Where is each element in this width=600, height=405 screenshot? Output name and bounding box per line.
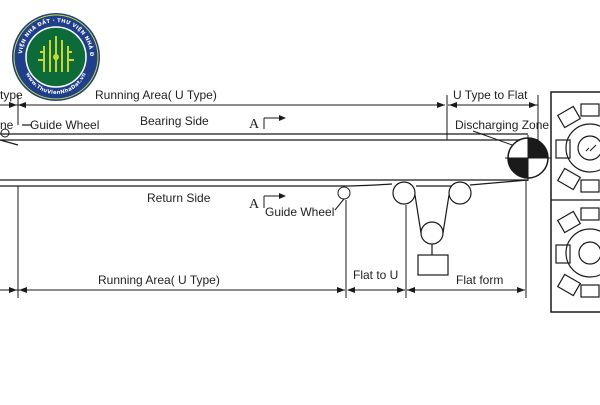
section-a-top-marker	[263, 117, 280, 129]
bend-pulley-left	[392, 181, 416, 205]
label-u-type-to-flat: U Type to Flat	[453, 88, 528, 102]
idler-roll	[555, 139, 571, 159]
section-marker-arrowhead	[279, 193, 286, 199]
arrowhead	[449, 102, 457, 108]
label-bearing-side: Bearing Side	[140, 114, 209, 128]
head-pulley-quadrant	[528, 138, 548, 158]
label-ne-fragment: ne	[0, 118, 14, 132]
bend-pulley-right	[448, 181, 472, 205]
label-section-a-top: A	[249, 117, 260, 132]
logo-circuit-emblem	[38, 36, 74, 72]
arrowhead	[337, 287, 345, 293]
arrowhead	[9, 102, 17, 108]
arrowhead	[407, 287, 415, 293]
idler-roll	[580, 284, 600, 298]
upper-idler-set	[555, 103, 600, 193]
logo-accent-ring	[13, 14, 99, 100]
idler-roll	[556, 167, 582, 191]
bottom-dimension-arrows	[9, 287, 525, 293]
guide-wheel-leader-line	[0, 139, 19, 146]
return-belt-bottom-line	[0, 183, 393, 187]
idler-roll	[555, 244, 571, 264]
idler-roll	[580, 179, 600, 193]
label-return-side: Return Side	[147, 191, 211, 205]
frame-outline	[550, 91, 600, 313]
section-a-bottom-marker	[263, 195, 280, 208]
idler-roll	[556, 210, 582, 234]
top-dimension-row	[0, 95, 539, 140]
hatching	[585, 144, 597, 152]
pipe-belt-section	[577, 135, 600, 161]
section-marker-arrowhead	[279, 115, 286, 121]
label-flat-to-u: Flat to U	[353, 268, 398, 282]
arrowhead	[437, 102, 445, 108]
take-up-belt-left	[414, 194, 422, 234]
discharging-leader-line	[472, 130, 516, 147]
idler-roll	[556, 105, 582, 129]
label-section-a-bottom: A	[249, 197, 260, 212]
pipe-belt-section	[578, 241, 600, 265]
label-running-area-bottom: Running Area( U Type)	[98, 273, 220, 287]
head-pulley	[505, 135, 551, 181]
guide-wheel-bottom-leader	[334, 198, 345, 211]
idler-ring	[565, 123, 600, 173]
emblem-branches	[38, 51, 74, 61]
label-guide-wheel-bottom: Guide Wheel	[265, 205, 334, 219]
arrowhead	[529, 102, 537, 108]
top-dimension-arrows	[9, 102, 537, 108]
bearing-side-belt	[0, 124, 528, 146]
watermark-logo: THƯ VIỆN NHÀ ĐẤT · THƯ VIỆN NHÀ ĐẤT · ww…	[0, 0, 100, 101]
counterweight-box	[417, 254, 449, 276]
bottom-dimension-row	[0, 180, 527, 298]
return-belt-to-head	[469, 179, 529, 186]
take-up-unit	[392, 181, 472, 276]
arrowhead	[9, 287, 17, 293]
lower-idler-set	[555, 207, 600, 298]
idler-roll	[580, 207, 600, 221]
idler-ring	[565, 228, 600, 278]
return-side-belt	[0, 179, 529, 187]
take-up-belt-right	[442, 194, 450, 234]
head-pulley-quadrant	[508, 158, 528, 178]
arrowhead	[18, 102, 26, 108]
idler-roll	[580, 103, 600, 117]
guide-wheel-bottom-circle	[337, 186, 351, 200]
label-type: type	[0, 88, 23, 102]
pipe-cross-section-frame	[550, 91, 600, 313]
label-flat-form: Flat form	[456, 273, 503, 287]
label-guide-wheel-top: Guide Wheel	[30, 118, 99, 132]
arrowhead	[19, 287, 27, 293]
guide-wheel-top-circle	[0, 128, 10, 138]
logo-center-dot	[53, 54, 59, 60]
label-running-area-top: Running Area( U Type)	[95, 88, 217, 102]
arrowhead	[397, 287, 405, 293]
label-discharging-zone: Discharging Zone	[455, 118, 549, 132]
arrowhead	[347, 287, 355, 293]
idler-roll	[556, 273, 582, 297]
take-up-pulley	[420, 221, 444, 245]
arrowhead	[517, 287, 525, 293]
